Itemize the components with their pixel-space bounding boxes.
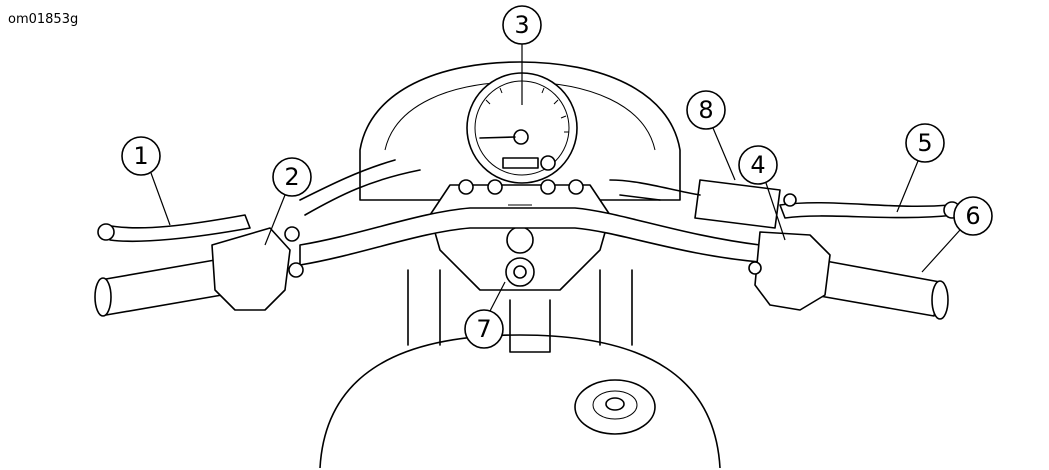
callout-label: 3 (514, 11, 529, 39)
callout-3: 3 (502, 5, 542, 45)
left-switch-housing (211, 227, 291, 311)
left-grip (99, 259, 223, 316)
callout-label: 1 (133, 142, 148, 170)
callout-label: 8 (698, 96, 713, 124)
callout-5: 5 (905, 123, 945, 163)
callout-label: 5 (917, 129, 932, 157)
right-grip (813, 259, 941, 317)
callout-8: 8 (686, 90, 726, 130)
callout-label: 7 (476, 315, 491, 343)
callout-1: 1 (121, 136, 161, 176)
figure-id: om01853g (8, 12, 79, 27)
callout-leaders (150, 44, 961, 312)
callout-2: 2 (272, 157, 312, 197)
clutch-lever (104, 214, 251, 243)
callout-7: 7 (464, 309, 504, 349)
front-brake-lever (779, 201, 956, 219)
callout-6: 6 (953, 196, 993, 236)
callout-label: 4 (750, 151, 765, 179)
fuel-tank (319, 334, 721, 469)
callout-label: 6 (965, 202, 980, 230)
callout-4: 4 (738, 145, 778, 185)
right-switch-housing (754, 231, 831, 311)
brake-master-cylinder (694, 179, 781, 229)
callout-label: 2 (284, 163, 299, 191)
